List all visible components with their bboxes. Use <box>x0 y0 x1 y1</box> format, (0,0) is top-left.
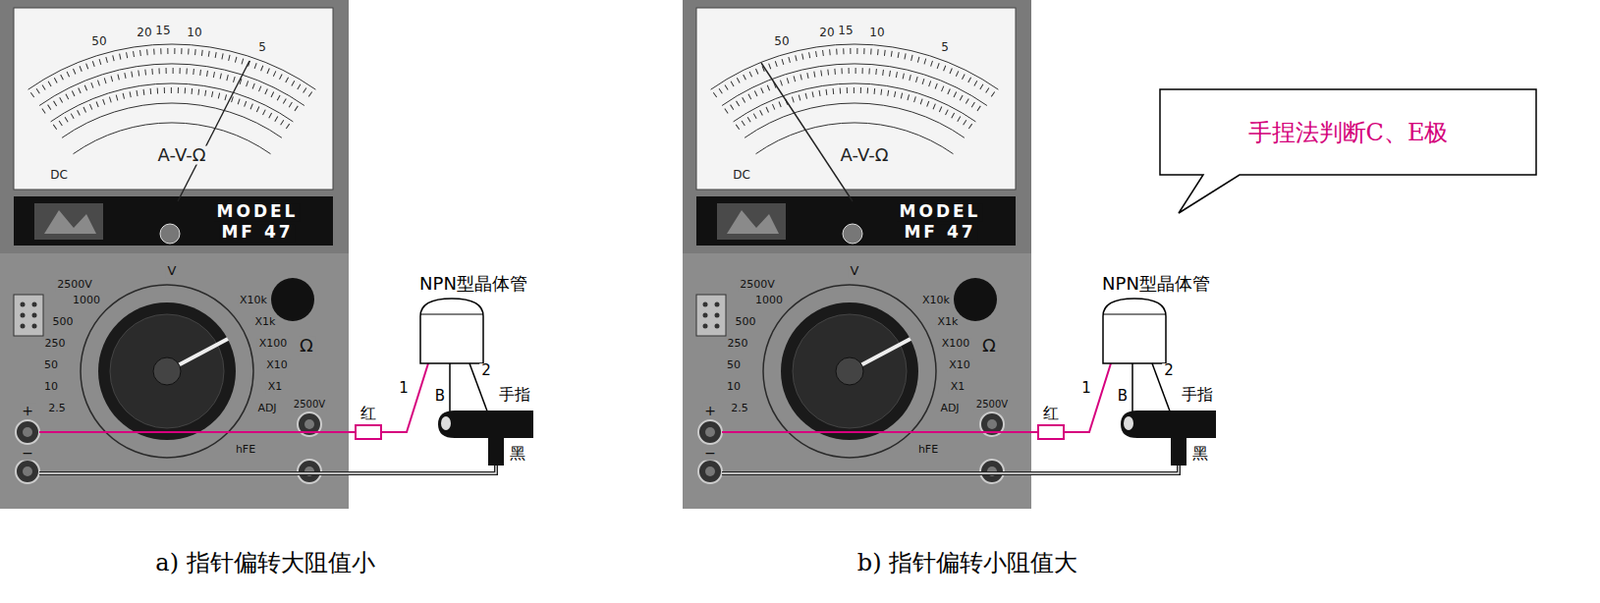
dial-label: 2500V <box>291 399 328 411</box>
dial-label: 2500V <box>974 399 1010 411</box>
dial-label: X100 <box>257 337 290 350</box>
dial-label: V <box>165 264 179 278</box>
scale-number: 15 <box>835 24 855 38</box>
dial-label: 2500V <box>737 278 777 291</box>
dial-label: 10 <box>724 381 743 393</box>
part-label: 1 <box>1079 381 1094 397</box>
dial-label: 2.5 <box>728 402 751 415</box>
model-text: MF 47 <box>901 223 978 242</box>
scale-number: 20 <box>817 26 836 40</box>
dial-label: V <box>848 264 862 278</box>
dial-label: X10k <box>920 294 952 307</box>
multimeter-a <box>0 0 534 509</box>
part-label: NPN型晶体管 <box>417 275 530 294</box>
scale-number: 50 <box>772 35 791 49</box>
dial-label: ADJ <box>255 402 278 415</box>
dial-label: hFE <box>916 443 940 456</box>
scale-number: 10 <box>184 26 204 40</box>
dial-label: X1 <box>266 381 285 393</box>
scale-number: A-V-Ω <box>838 146 891 166</box>
dial-label: + <box>702 403 718 419</box>
part-label: 2 <box>479 363 494 380</box>
dial-label: X1 <box>948 381 968 393</box>
dial-label: hFE <box>233 443 258 456</box>
part-label: NPN型晶体管 <box>1100 275 1213 294</box>
dial-label: 1000 <box>753 294 785 307</box>
part-label: 黑 <box>507 445 528 463</box>
scale-number: DC <box>48 168 70 182</box>
dial-label: + <box>19 403 36 419</box>
dial-label: X100 <box>939 337 973 350</box>
dial-label: 50 <box>724 359 743 372</box>
meter-needle <box>761 62 853 202</box>
scale-number: 5 <box>938 41 951 55</box>
part-label: 2 <box>1161 363 1176 380</box>
bubble-outline <box>1158 88 1538 216</box>
part-label: 黑 <box>1190 445 1211 463</box>
scale-number: DC <box>730 168 753 182</box>
part-label: B <box>1115 388 1130 405</box>
model-text: MODEL <box>215 203 301 221</box>
dial-label: 250 <box>725 337 751 350</box>
dial-label: 50 <box>42 359 60 372</box>
part-label: B <box>433 388 447 405</box>
dial-label: − <box>19 445 36 461</box>
dial-label: X1k <box>936 316 961 329</box>
scale-number: 10 <box>867 26 886 40</box>
part-label: 1 <box>396 381 411 397</box>
dial-label: 2.5 <box>46 402 68 415</box>
callout-text: 手捏法判断C、E极 <box>1248 116 1449 149</box>
part-label: 手指 <box>496 386 533 404</box>
caption: b) 指针偏转小阻值大 <box>855 551 1080 576</box>
dial-label: 250 <box>43 337 68 350</box>
scale-number: 20 <box>134 26 154 40</box>
multimeter-b <box>682 0 1216 509</box>
dial-label: − <box>702 445 718 461</box>
dial-label: 10 <box>42 381 60 393</box>
dial-label: X1k <box>253 316 278 329</box>
part-label: 手指 <box>1179 386 1215 404</box>
bubble-text-area: 手捏法判断C、E极 <box>1158 88 1538 176</box>
scale-number: A-V-Ω <box>156 146 209 166</box>
dial-label: Ω <box>297 336 316 356</box>
scale-number: 50 <box>89 35 109 49</box>
model-text: MF 47 <box>219 223 295 242</box>
part-label: 红 <box>358 405 379 423</box>
scale-number: 5 <box>256 41 269 55</box>
dial-label: 1000 <box>70 294 103 307</box>
bubble-outline <box>1159 89 1537 214</box>
dial-label: X10 <box>946 359 973 372</box>
dial-label: 500 <box>733 316 759 329</box>
dial-label: X10k <box>237 294 270 307</box>
dial-label: X10 <box>264 359 290 372</box>
dial-label: Ω <box>980 336 998 356</box>
scale-number: 15 <box>153 24 172 38</box>
dial-label: ADJ <box>937 402 961 415</box>
dial-label: 500 <box>51 316 76 329</box>
caption: a) 指针偏转大阻值小 <box>153 551 377 576</box>
model-text: MODEL <box>897 203 984 221</box>
part-label: 红 <box>1041 405 1061 423</box>
dial-label: 2500V <box>55 278 95 291</box>
meter-needle <box>177 60 250 202</box>
callout-bubble: 手捏法判断C、E极 <box>1158 88 1538 216</box>
